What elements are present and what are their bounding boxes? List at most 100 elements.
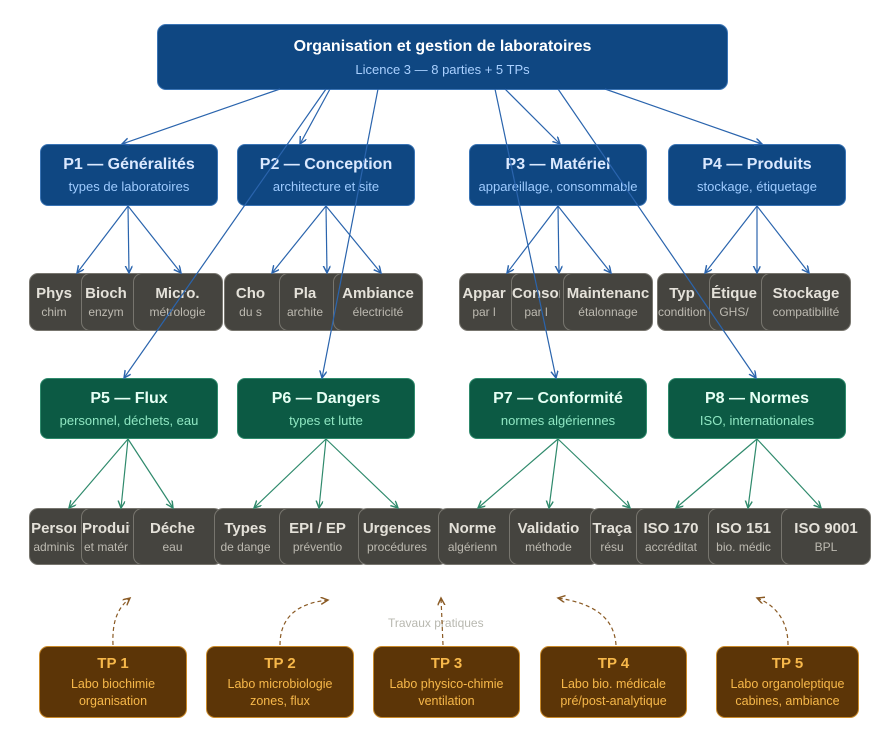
node-title: Traça	[592, 519, 632, 537]
node-title: Maintenanc	[566, 285, 650, 302]
edge	[441, 598, 443, 646]
tp-line1: Labo organoleptique	[730, 676, 845, 691]
edge	[300, 88, 331, 144]
node-title: Phys	[36, 285, 72, 302]
tp-line2: organisation	[78, 693, 148, 708]
node-title: Déche	[149, 519, 196, 537]
edge	[549, 438, 559, 508]
node-title: TP 2	[264, 654, 296, 672]
edge	[128, 205, 129, 273]
node-title: ISO 151	[715, 519, 772, 537]
node-subtitle: appareillage, consommable	[478, 179, 638, 194]
node-subtitle: métrologie	[149, 305, 206, 319]
edge	[557, 205, 611, 273]
edge	[504, 88, 560, 144]
node-subtitle: ISO, internationales	[699, 412, 815, 428]
node-title: P7 — Conformité	[493, 389, 623, 407]
node-subtitle: condition	[658, 305, 706, 319]
node-subtitle: méthode	[525, 539, 572, 554]
root-title: Organisation et gestion de laboratoires	[293, 37, 592, 55]
node-subtitle: BPL	[814, 539, 838, 554]
node-title: TP 3	[430, 654, 463, 672]
node-subtitle: chim	[41, 305, 67, 319]
node-subtitle: personnel, déchets, eau	[59, 412, 199, 428]
node-title: Typ	[669, 285, 695, 302]
node-subtitle: de dange	[220, 539, 271, 554]
node-subtitle: et matér	[83, 539, 128, 554]
node-subtitle: algérienn	[447, 539, 498, 554]
tp-group-label: Travaux pratiques	[388, 616, 484, 630]
edge	[748, 438, 758, 508]
node-title: TP 4	[597, 654, 630, 672]
node-title: Conson	[512, 285, 560, 302]
node-title: Bioch	[85, 285, 127, 302]
edge	[326, 205, 327, 273]
node-title: P3 — Matériel	[505, 156, 611, 173]
node-title: Ambiance	[342, 285, 414, 302]
node-subtitle: résu	[600, 539, 624, 554]
leaf-node: Maintenanc étalonnage	[563, 273, 653, 331]
node-subtitle: procédures	[366, 539, 428, 554]
edge	[756, 438, 821, 508]
root-node: Organisation et gestion de laboratoires …	[157, 24, 728, 90]
edge	[604, 88, 762, 144]
edge	[112, 598, 130, 646]
node-subtitle: compatibilité	[772, 305, 840, 319]
node-title: Types	[224, 519, 267, 537]
node-subtitle: préventio	[292, 539, 343, 554]
node-subtitle: archite	[286, 305, 324, 319]
tp-node: TP 3 Labo physico-chimie ventilation	[373, 646, 520, 718]
edge	[757, 598, 789, 646]
edge	[558, 598, 617, 646]
root-subtitle: Licence 3 — 8 parties + 5 TPs	[355, 61, 530, 77]
leaf-node: Urgences procédures	[358, 508, 448, 565]
node-subtitle: stockage, étiquetage	[697, 179, 817, 194]
part-node: P7 — Conformité normes algériennes	[469, 378, 647, 439]
edge	[325, 438, 398, 508]
node-subtitle: étalonnage	[578, 305, 638, 319]
edge	[272, 205, 327, 273]
edge	[325, 205, 381, 273]
edge	[124, 88, 327, 378]
tp-line2: ventilation	[418, 693, 475, 708]
edge	[122, 88, 281, 144]
edge	[121, 438, 129, 508]
tp-line1: Labo bio. médicale	[561, 676, 666, 691]
edge	[319, 438, 327, 508]
node-subtitle: du s	[239, 305, 262, 319]
node-title: Validatio	[517, 519, 580, 537]
tp-line1: Labo physico-chimie	[389, 676, 504, 691]
node-subtitle: architecture et site	[272, 179, 380, 194]
node-title: P1 — Généralités	[63, 156, 195, 173]
edge	[558, 205, 559, 273]
node-title: Norme	[448, 519, 497, 537]
node-subtitle: eau	[162, 539, 183, 554]
edge	[507, 205, 559, 273]
node-subtitle: normes algériennes	[500, 412, 616, 428]
edge	[322, 88, 379, 378]
tp-line1: Labo biochimie	[70, 676, 156, 691]
edge	[127, 438, 173, 508]
tp-line1: Labo microbiologie	[227, 676, 333, 691]
edge	[69, 438, 129, 508]
edge	[478, 438, 559, 508]
node-title: Étique	[711, 285, 757, 302]
node-title: Urgences	[362, 519, 432, 537]
edge	[756, 205, 809, 273]
